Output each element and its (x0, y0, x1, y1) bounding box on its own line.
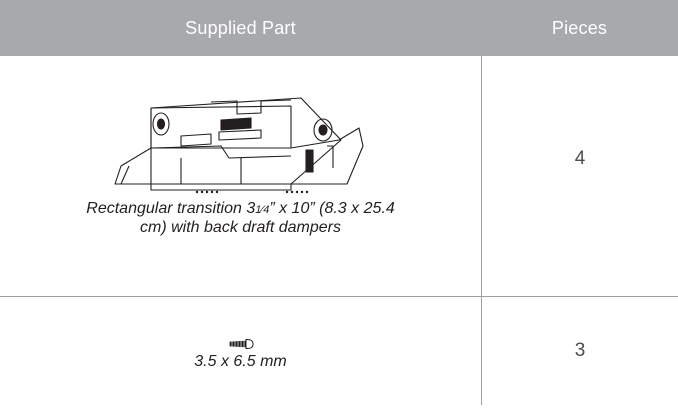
part-cell-transition: Rectangular transition 31⁄4” x 10” (8.3 … (0, 56, 481, 297)
caption-suffix: ” x 10” (8.3 x 25.4 cm) with back draft … (140, 200, 395, 236)
pieces-value: 3 (481, 319, 678, 405)
caption-fraction: 1⁄4 (255, 204, 270, 216)
part-caption-screw: 3.5 x 6.5 mm (194, 353, 287, 370)
caption-prefix: Rectangular transition 3 (86, 200, 256, 217)
supplied-part-header: Supplied Part (185, 17, 296, 38)
part-cell-screw: 3.5 x 6.5 mm (0, 319, 481, 405)
part-caption-transition: Rectangular transition 31⁄4” x 10” (8.3 … (86, 200, 394, 237)
table-header: Supplied Part Pieces (0, 0, 678, 56)
rectangular-transition-drawing (113, 97, 364, 194)
pieces-header: Pieces (551, 17, 608, 38)
screw-drawing (229, 338, 254, 350)
table-row: 3.5 x 6.5 mm 3 (0, 319, 678, 405)
pieces-value: 4 (481, 56, 678, 297)
row-spacer (0, 297, 678, 319)
spacer-part-cell (0, 297, 481, 319)
table-row: Rectangular transition 31⁄4” x 10” (8.3 … (0, 56, 678, 297)
spacer-pieces-cell (481, 297, 678, 319)
